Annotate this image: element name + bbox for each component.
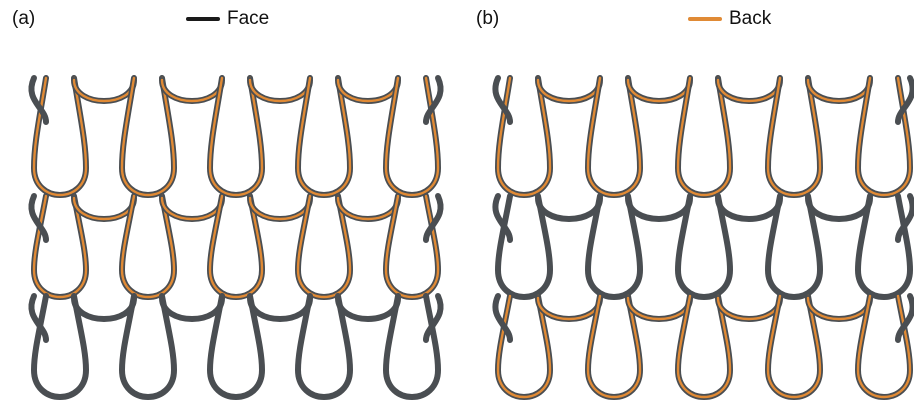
legend-face: Face — [186, 8, 269, 30]
yarn-loop — [678, 78, 730, 195]
yarn-sinker — [538, 198, 600, 219]
yarn-loop — [588, 78, 640, 195]
yarn-sinker — [538, 80, 600, 101]
yarn-sinker — [250, 298, 310, 319]
yarn-sinker — [718, 198, 780, 219]
knit-diagram-back — [468, 36, 914, 406]
yarn-loop — [498, 78, 550, 195]
yarn-loop — [386, 296, 438, 397]
yarn-sinker — [718, 80, 780, 101]
legend-back-swatch — [688, 17, 722, 21]
yarn-sinker — [538, 298, 600, 319]
yarn-sinker — [628, 298, 690, 319]
yarn-sinker — [162, 198, 222, 219]
yarn-loop — [858, 296, 910, 397]
yarn-sinker — [74, 198, 134, 219]
yarn-sinker — [74, 80, 134, 101]
yarn-sinker — [74, 298, 134, 319]
yarn-loop — [858, 78, 910, 195]
legend-back-label: Back — [729, 8, 771, 30]
yarn-sinker — [628, 198, 690, 219]
panel-b-label: (b) — [476, 8, 499, 30]
panel-a-label: (a) — [12, 8, 35, 30]
knit-diagram-face — [8, 36, 450, 406]
legend-back: Back — [688, 8, 771, 30]
yarn-sinker — [628, 80, 690, 101]
yarn-loop — [386, 78, 438, 195]
yarn-sinker — [718, 298, 780, 319]
yarn-sinker — [338, 80, 398, 101]
yarn-sinker — [162, 80, 222, 101]
yarn-sinker — [808, 198, 870, 219]
yarn-sinker — [338, 198, 398, 219]
legend-face-swatch — [186, 17, 220, 21]
yarn-loop — [858, 196, 910, 297]
legend-face-label: Face — [227, 8, 269, 30]
yarn-sinker — [162, 298, 222, 319]
yarn-sinker — [250, 80, 310, 101]
yarn-sinker — [808, 298, 870, 319]
yarn-sinker — [250, 198, 310, 219]
yarn-loop — [768, 78, 820, 195]
yarn-sinker — [338, 298, 398, 319]
yarn-sinker — [808, 80, 870, 101]
yarn-loop — [386, 196, 438, 297]
